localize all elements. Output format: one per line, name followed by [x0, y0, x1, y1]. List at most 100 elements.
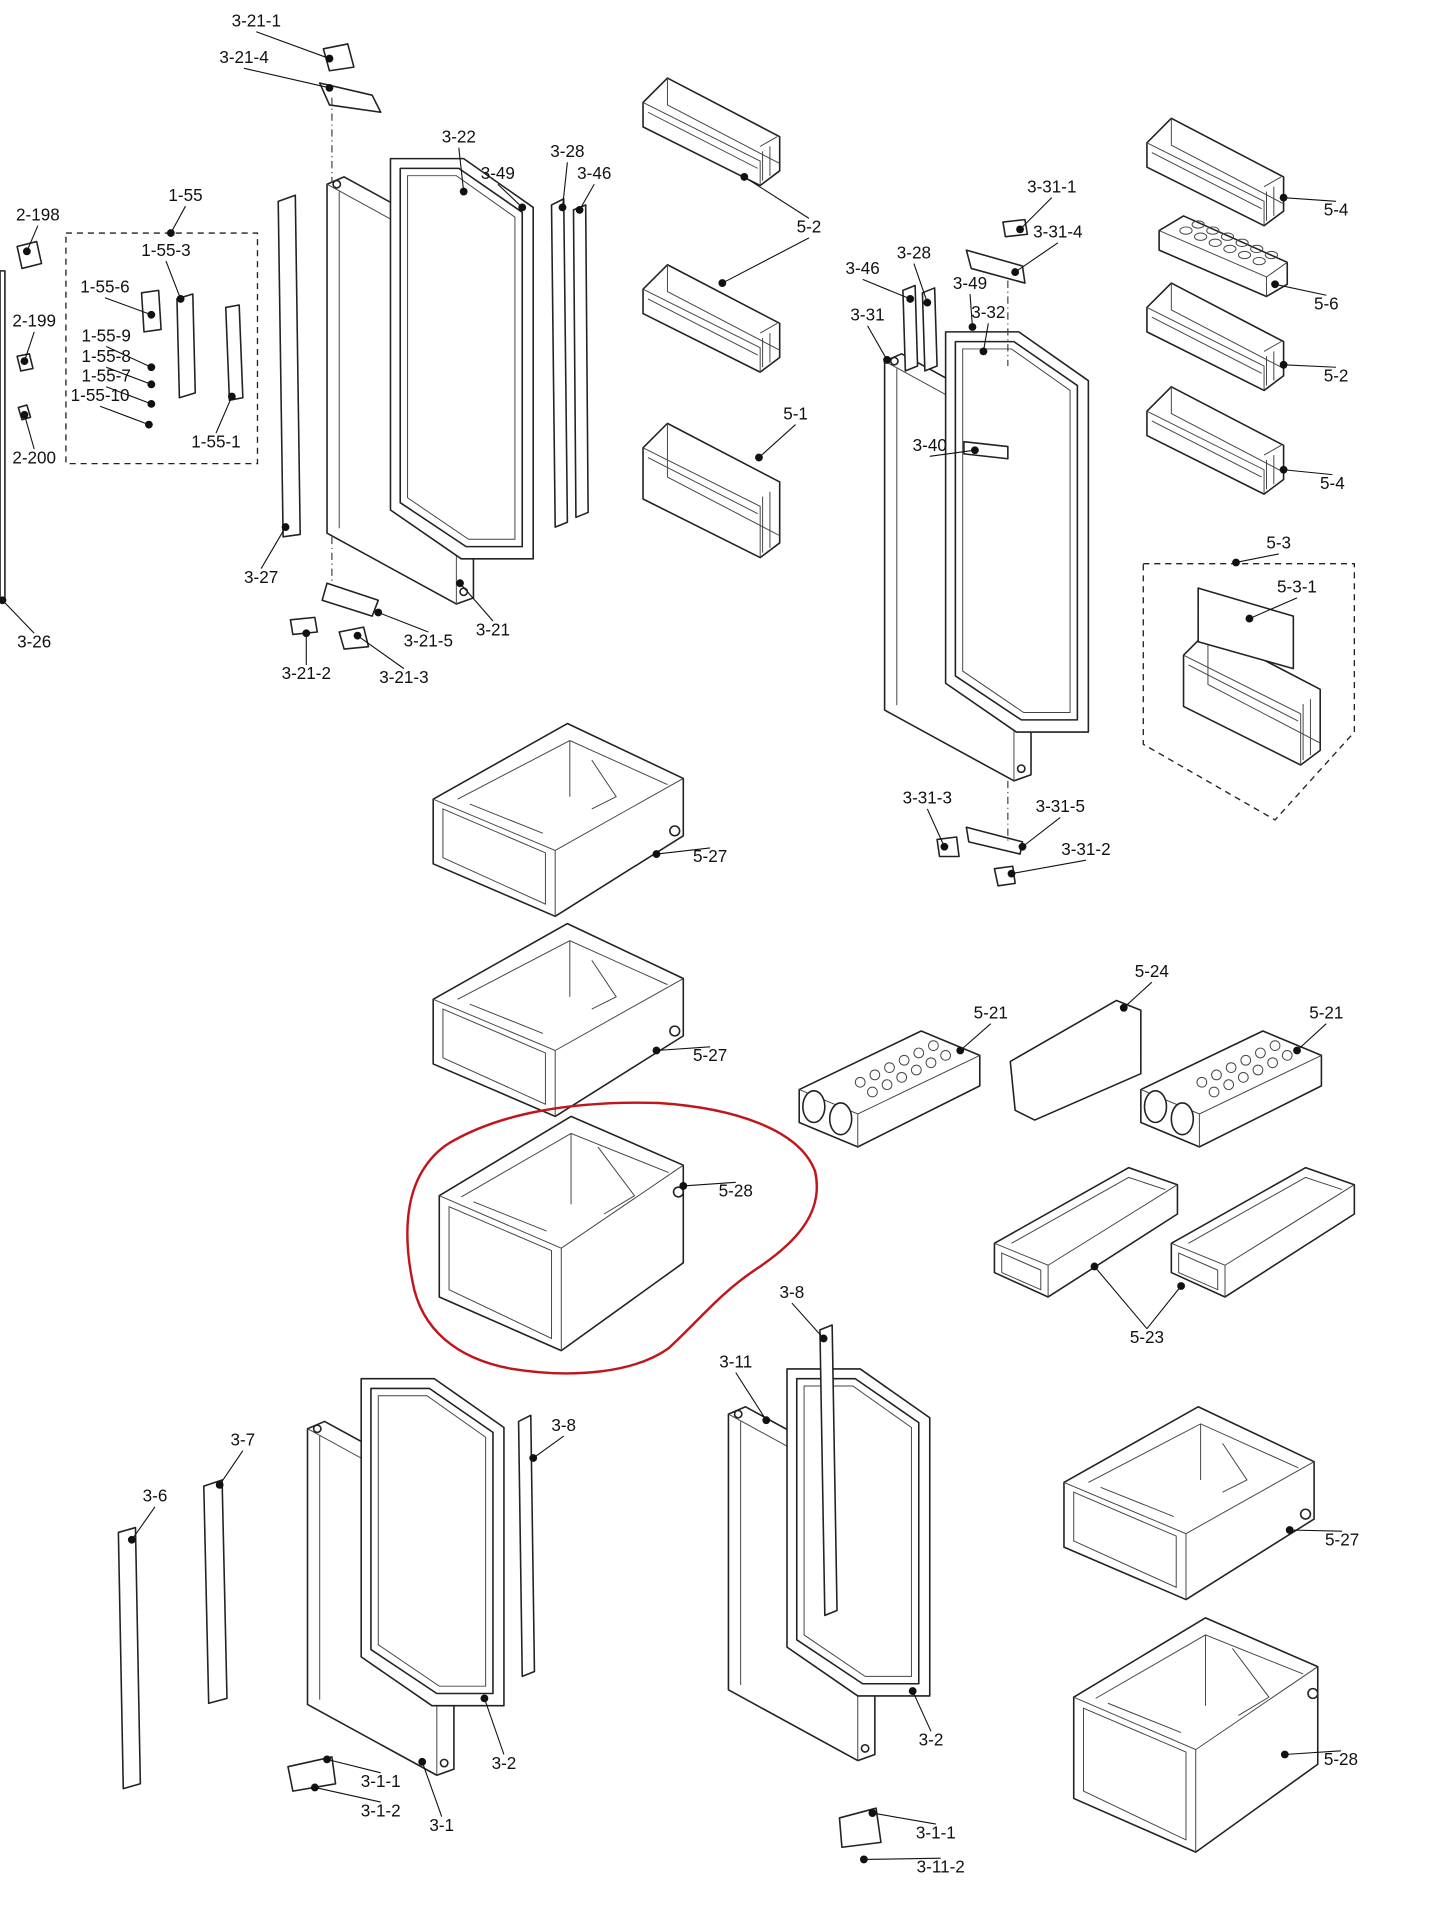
leader-line: [656, 847, 711, 855]
leader-line: [105, 346, 152, 368]
part-number-label: 3-7: [230, 1430, 255, 1449]
leader-line: [326, 1758, 381, 1774]
leader-line: [1011, 859, 1087, 875]
ice-bin-5-24: [1009, 999, 1142, 1121]
callout-3-21-5: 3-21-5: [374, 608, 453, 650]
leader-line: [1284, 1750, 1341, 1756]
highlight-outline: [406, 1101, 818, 1375]
part-number-label: 5-1: [783, 404, 808, 423]
callout-3-6: 3-6: [127, 1487, 167, 1544]
leader-line: [497, 183, 523, 208]
leader-line: [561, 162, 568, 208]
callout-dot: [144, 420, 153, 429]
group-box-1-55: [65, 232, 259, 465]
leader-line: [256, 31, 330, 60]
callout-dot: [1285, 1526, 1294, 1534]
callout-dot: [1279, 360, 1288, 369]
callout-5-3: 5-3: [1232, 534, 1291, 567]
callout-1-55-1: 1-55-1: [191, 392, 241, 451]
part-number-label: 1-55-3: [141, 241, 190, 260]
callout-3-8: 3-8: [529, 1416, 576, 1462]
labels-layer: 3-21-13-21-43-223-493-283-461-552-1981-5…: [0, 11, 1359, 1876]
part-number-label: 3-22: [442, 127, 476, 146]
callout-dot: [281, 523, 290, 531]
part-number-label: 2-199: [12, 312, 56, 331]
part-number-label: 3-31-1: [1027, 177, 1076, 196]
callout-dot: [1271, 280, 1279, 289]
leader-line: [314, 1786, 381, 1803]
leader-line: [243, 67, 330, 89]
callout-3-28: 3-28: [897, 243, 932, 307]
callout-3-7: 3-7: [215, 1430, 255, 1489]
part-number-label: 3-40: [913, 436, 947, 455]
callout-3-46: 3-46: [575, 164, 611, 214]
strip-3-28-right: [921, 287, 938, 372]
callout-5-6: 5-6: [1271, 280, 1339, 314]
part-number-label: 3-21-4: [219, 48, 268, 67]
leader-line: [1235, 553, 1279, 564]
callout-dot: [970, 446, 979, 455]
part-number-label: 5-21: [1309, 1003, 1343, 1022]
leader-line: [929, 449, 975, 457]
leader-line: [378, 611, 429, 633]
part-number-label: 5-23: [1130, 1328, 1164, 1347]
door-bin-5-4b: [1146, 385, 1285, 495]
part-number-label: 2-198: [16, 205, 60, 224]
leader-line: [1249, 597, 1298, 620]
callout-dot: [883, 356, 891, 364]
callout-5-24: 5-24: [1119, 962, 1169, 1012]
crisper-5-28-highlighted: [438, 1115, 685, 1352]
crisper-5-28: [1072, 1617, 1319, 1853]
leader-line: [872, 1812, 936, 1825]
callout-1-55-10: 1-55-10: [71, 386, 153, 429]
leader-line: [26, 225, 39, 252]
leader-line: [170, 205, 186, 234]
part-number-label: 3-31-4: [1033, 223, 1082, 242]
leader-line: [23, 414, 35, 450]
hinge-cover-3-7: [203, 1479, 228, 1705]
callout-dot: [908, 1687, 917, 1695]
callout-dot: [956, 1046, 965, 1055]
part-number-label: 5-27: [693, 1046, 727, 1065]
door-bin-5-2b: [642, 263, 781, 373]
part-number-label: 3-46: [846, 259, 880, 278]
callout-5-27: 5-27: [652, 847, 727, 866]
hinge-cover-3-27: [277, 194, 301, 538]
callout-dot: [652, 850, 661, 858]
callout-dot: [1279, 193, 1288, 202]
part-number-label: 3-8: [780, 1283, 805, 1302]
parts-layer: [0, 43, 1356, 1853]
group-box-5-3: [1142, 563, 1356, 821]
part-number-label: 5-3-1: [1277, 578, 1317, 597]
gasket-3-2a: [360, 1377, 505, 1707]
part-number-label: 1-55-1: [191, 432, 240, 451]
callout-dot: [755, 453, 763, 462]
callout-3-21-2: 3-21-2: [282, 629, 331, 683]
drawer-5-27b: [432, 922, 685, 1118]
drawer-5-27a: [432, 722, 685, 918]
leader-line: [1014, 242, 1059, 273]
callout-5-4: 5-4: [1279, 465, 1345, 493]
callout-dot: [456, 579, 464, 588]
part-number-label: 3-49: [953, 274, 987, 293]
callout-3-1: 3-1: [418, 1757, 454, 1835]
callout-dot: [1293, 1046, 1301, 1055]
door-bin-5-1: [642, 422, 781, 559]
control-panel-1-55-3: [176, 293, 197, 399]
callout-dot: [1090, 1262, 1099, 1271]
part-number-label: 5-28: [1324, 1750, 1358, 1769]
part-number-label: 5-27: [1325, 1531, 1359, 1550]
callout-3-40: 3-40: [913, 436, 979, 457]
leader-line: [1296, 1023, 1327, 1051]
leader-line: [735, 1372, 767, 1421]
callout-3-31-1: 3-31-1: [1016, 177, 1076, 234]
callout-5-27: 5-27: [1285, 1526, 1359, 1550]
leader-line: [1274, 283, 1327, 296]
callout-3-32: 3-32: [971, 303, 1005, 356]
leader-line: [215, 396, 233, 434]
callout-dot: [374, 608, 383, 617]
callout-3-2: 3-2: [480, 1694, 516, 1773]
strip-3-28: [550, 198, 569, 528]
callout-dot: [1007, 869, 1016, 878]
callout-dot: [227, 392, 236, 401]
